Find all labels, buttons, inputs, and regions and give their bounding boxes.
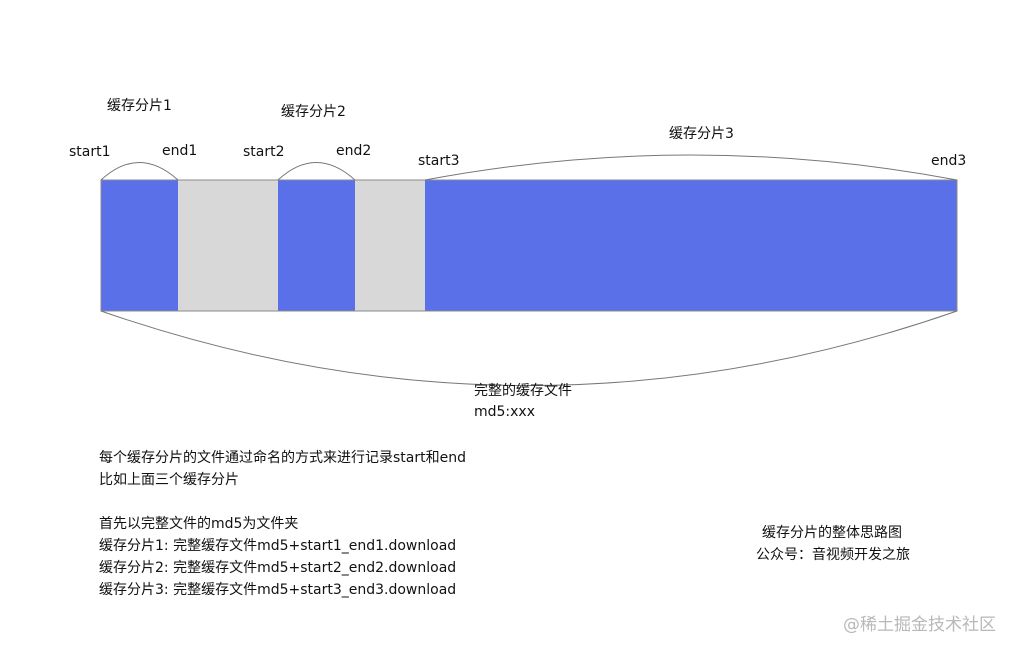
full-file-md5: md5:xxx — [474, 404, 536, 420]
note-line: 缓存分片1: 完整缓存文件md5+start1_end1.download — [99, 538, 457, 554]
caption-title: 缓存分片的整体思路图 — [762, 525, 902, 541]
end3-label: end3 — [931, 153, 967, 169]
note-line: 每个缓存分片的文件通过命名的方式来进行记录start和end — [99, 450, 466, 466]
note-line: 缓存分片2: 完整缓存文件md5+start2_end2.download — [99, 560, 457, 576]
full-file-label: 完整的缓存文件 — [474, 383, 572, 399]
segment-cached-2 — [278, 180, 355, 311]
brace-arc-3 — [424, 154, 958, 181]
watermark: @稀土掘金技术社区 — [843, 615, 996, 635]
note-line: 首先以完整文件的md5为文件夹 — [99, 516, 299, 532]
end2-label: end2 — [336, 143, 372, 159]
segment-1-label: 缓存分片1 — [107, 98, 172, 114]
note-line: 缓存分片3: 完整缓存文件md5+start3_end3.download — [99, 582, 457, 598]
segment-3-label: 缓存分片3 — [669, 126, 734, 142]
start2-label: start2 — [243, 144, 285, 160]
file-bar-outline — [100, 179, 958, 312]
brace-arc-2 — [277, 162, 356, 181]
start3-label: start3 — [418, 153, 460, 169]
brace-arc-full — [100, 310, 958, 386]
segment-missing-1 — [178, 180, 278, 311]
caption-account: 公众号：音视频开发之旅 — [756, 547, 910, 563]
end1-label: end1 — [162, 143, 198, 159]
brace-arc-1 — [100, 162, 179, 181]
segment-cached-1 — [101, 180, 178, 311]
note-line: 比如上面三个缓存分片 — [99, 472, 239, 488]
start1-label: start1 — [69, 144, 111, 160]
segment-cached-3 — [425, 180, 957, 311]
segment-2-label: 缓存分片2 — [281, 104, 346, 120]
segment-missing-2 — [355, 180, 425, 311]
